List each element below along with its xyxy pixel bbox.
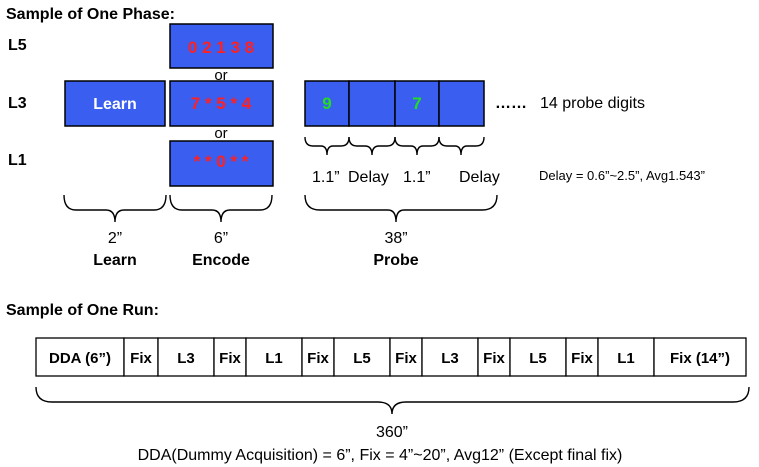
probe-more-dots: …… [495, 95, 527, 112]
run-cell-9 [421, 337, 479, 377]
run-cell-13 [597, 337, 655, 377]
run-cell-4 [213, 337, 247, 377]
probe-box-1 [304, 80, 350, 127]
run-cell-2 [123, 337, 159, 377]
run-cell-label-12: Fix [571, 350, 593, 367]
probe-timing-1: 1.1” [312, 169, 340, 186]
run-cell-label-8: Fix [395, 350, 417, 367]
learn-duration-label: Learn [93, 252, 137, 269]
delay-label-2: Delay [459, 169, 500, 186]
probe-digit-2: 7 [412, 94, 421, 113]
encode-box-l1 [169, 140, 274, 187]
run-total-duration: 360” [376, 424, 408, 441]
delay-label-1: Delay [348, 169, 389, 186]
run-cell-label-3: L3 [177, 350, 195, 367]
run-cell-5 [245, 337, 303, 377]
brace-delay-1 [348, 136, 396, 156]
run-cell-1 [35, 337, 125, 377]
encode-digits-l5: 0 2 1 3 8 [188, 38, 254, 57]
brace-delay-2 [438, 136, 485, 156]
brace-learn [63, 194, 167, 223]
level-label-l5: L5 [8, 37, 27, 54]
encode-duration: 6” [214, 230, 228, 247]
run-cell-14 [653, 337, 747, 377]
brace-run [35, 386, 750, 415]
delay-note: Delay = 0.6”~2.5”, Avg1.543” [539, 168, 705, 183]
brace-encode [169, 194, 273, 223]
encode-digits-l1: * * 0 * * [194, 152, 249, 171]
probe-duration: 38” [384, 230, 407, 247]
run-cell-7 [333, 337, 391, 377]
encode-duration-label: Encode [192, 252, 250, 269]
run-cell-label-5: L1 [265, 350, 283, 367]
level-label-l1: L1 [8, 152, 27, 169]
encode-digits-l3: 7 * 5 * 4 [191, 94, 252, 113]
probe-box-4 [438, 80, 485, 127]
run-cell-12 [565, 337, 599, 377]
run-cell-3 [157, 337, 215, 377]
run-cell-label-11: L5 [529, 350, 547, 367]
learn-duration: 2” [108, 230, 122, 247]
run-cell-label-9: L3 [441, 350, 459, 367]
brace-probe-1 [304, 136, 350, 156]
run-cell-label-1: DDA (6”) [49, 350, 111, 367]
probe-box-2 [348, 80, 396, 127]
run-cell-label-13: L1 [617, 350, 635, 367]
probe-more-label: 14 probe digits [540, 95, 645, 112]
run-note: DDA(Dummy Acquisition) = 6”, Fix = 4”~20… [138, 447, 623, 464]
run-cell-label-6: Fix [307, 350, 329, 367]
or-label-2: or [214, 125, 227, 142]
run-cell-label-7: L5 [353, 350, 371, 367]
brace-probe [304, 194, 498, 223]
probe-timing-2: 1.1” [403, 169, 431, 186]
run-cell-label-2: Fix [130, 350, 152, 367]
run-cell-8 [389, 337, 423, 377]
brace-probe-2 [394, 136, 440, 156]
run-cell-label-14: Fix (14”) [670, 350, 730, 367]
run-cell-6 [301, 337, 335, 377]
encode-box-l5 [169, 23, 274, 69]
learn-box [64, 80, 166, 127]
probe-box-3 [394, 80, 440, 127]
probe-digit-1: 9 [322, 94, 331, 113]
probe-duration-label: Probe [373, 252, 418, 269]
learn-box-label: Learn [93, 96, 137, 113]
encode-box-l3 [169, 80, 274, 127]
run-cell-label-4: Fix [219, 350, 241, 367]
phase-title: Sample of One Phase: [6, 6, 175, 23]
level-label-l3: L3 [8, 95, 27, 112]
run-cell-label-10: Fix [483, 350, 505, 367]
or-label-1: or [214, 67, 227, 84]
run-title: Sample of One Run: [6, 302, 159, 319]
run-sequence: DDA (6”) Fix L3 Fix L1 Fix L5 Fix L3 Fix L5 Fix L1 Fi… [35, 337, 747, 377]
